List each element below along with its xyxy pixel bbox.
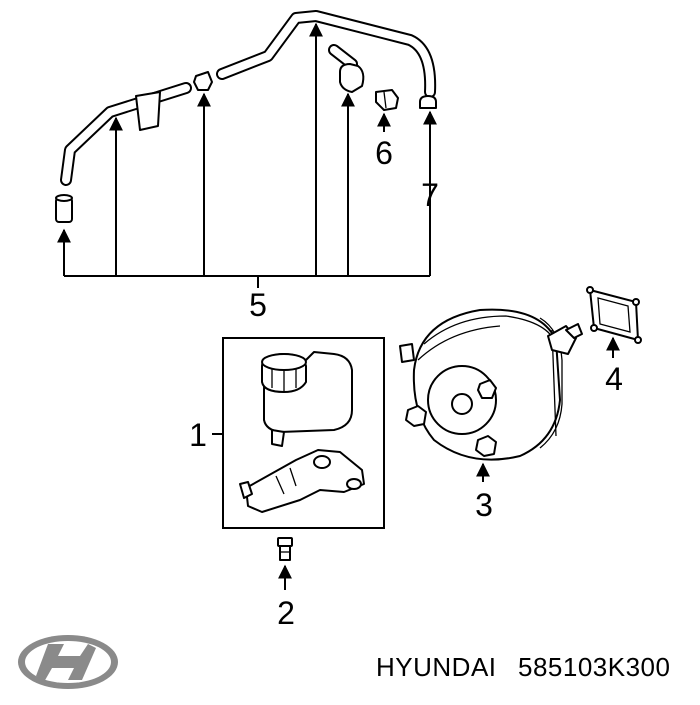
part-7-cap	[419, 95, 437, 109]
caption-part-number: 585103K300	[518, 652, 670, 682]
brake-booster	[399, 308, 583, 461]
callout-5-leaders	[57, 22, 437, 288]
part-4-gasket	[586, 286, 642, 344]
vacuum-hose-main	[216, 10, 437, 98]
brake-fluid-reservoir	[261, 351, 353, 447]
hose-clamp-small	[193, 71, 213, 91]
callout-5-label: 5	[249, 287, 267, 323]
vacuum-hose-long	[60, 82, 192, 186]
hose-bracket	[135, 91, 161, 131]
check-valve-elbow	[328, 44, 365, 93]
part-6-valve	[375, 89, 399, 111]
caption-brand: HYUNDAI	[376, 652, 497, 682]
callout-6-label: 6	[375, 135, 393, 171]
master-cylinder-body	[239, 449, 365, 513]
hyundai-logo-icon	[18, 635, 118, 689]
callout-7-label: 7	[421, 177, 439, 213]
part-2-switch	[277, 537, 293, 561]
callout-3-label: 3	[475, 487, 493, 523]
callout-2-label: 2	[277, 595, 295, 631]
callout-1-label: 1	[189, 417, 207, 453]
callout-4-label: 4	[605, 361, 623, 397]
hose-end-tube	[55, 194, 73, 223]
